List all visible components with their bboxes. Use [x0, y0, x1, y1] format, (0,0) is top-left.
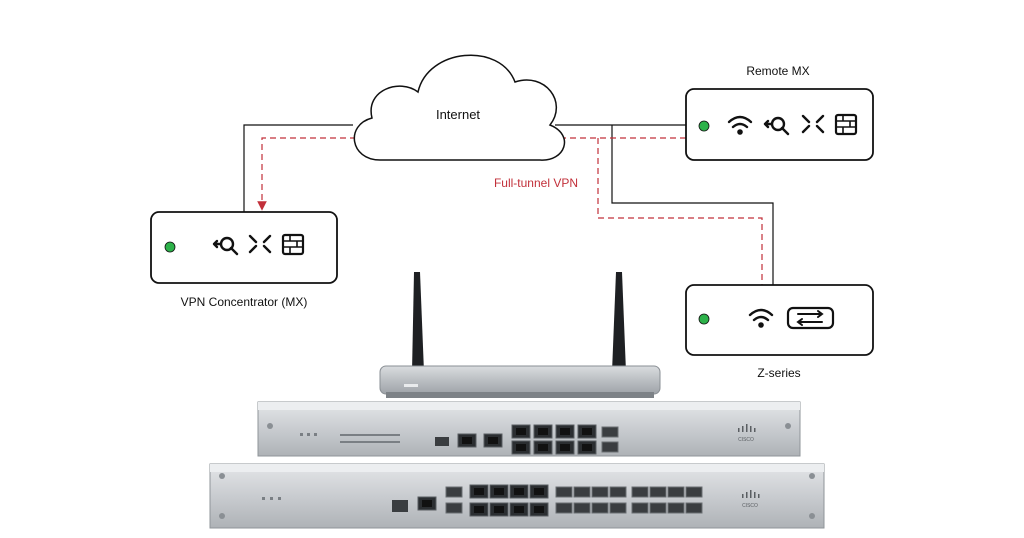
- vpn-concentrator-label: VPN Concentrator (MX): [181, 295, 308, 309]
- vpn-concentrator-device: VPN Concentrator (MX): [150, 211, 338, 309]
- link-internet-to-concentrator: [243, 124, 353, 212]
- antenna-left: [412, 272, 424, 372]
- vpn-shield-icon: [763, 116, 790, 136]
- cisco-logo: CISCO: [738, 424, 756, 443]
- vpn-shield-icon: [212, 236, 239, 256]
- desktop-router: [379, 365, 661, 398]
- status-led-icon: [698, 120, 710, 132]
- z-series-device: Z-series: [685, 284, 874, 380]
- wifi-icon: [748, 308, 774, 328]
- connection-lines: [243, 124, 774, 285]
- led-strip: [300, 433, 400, 443]
- svg-text:CISCO: CISCO: [738, 437, 754, 443]
- routing-arrows-icon: [248, 234, 272, 254]
- rack-unit-upper: CISCO: [257, 401, 801, 457]
- internet-label: Internet: [436, 107, 480, 122]
- internet-cloud: Internet: [353, 54, 566, 161]
- hardware-photo: CISCO CISCO: [209, 272, 825, 529]
- remote-mx-label: Remote MX: [746, 64, 809, 78]
- svg-text:CISCO: CISCO: [742, 503, 758, 509]
- firewall-icon: [834, 113, 858, 136]
- status-led-icon: [698, 313, 710, 325]
- rack-unit-lower: CISCO: [209, 463, 825, 529]
- remote-mx-device: Remote MX: [685, 64, 874, 161]
- link-internet-to-z-series: [611, 125, 774, 285]
- firewall-icon: [281, 233, 305, 256]
- z-series-label: Z-series: [757, 366, 800, 380]
- status-led-icon: [164, 241, 176, 253]
- vpn-path-to-z-series: [597, 138, 763, 285]
- vpn-label: Full-tunnel VPN: [494, 176, 578, 190]
- cisco-logo: CISCO: [742, 490, 760, 509]
- routing-arrows-icon: [801, 114, 825, 134]
- antenna-right: [612, 272, 626, 372]
- wifi-icon: [727, 115, 753, 135]
- switch-icon: [786, 306, 835, 330]
